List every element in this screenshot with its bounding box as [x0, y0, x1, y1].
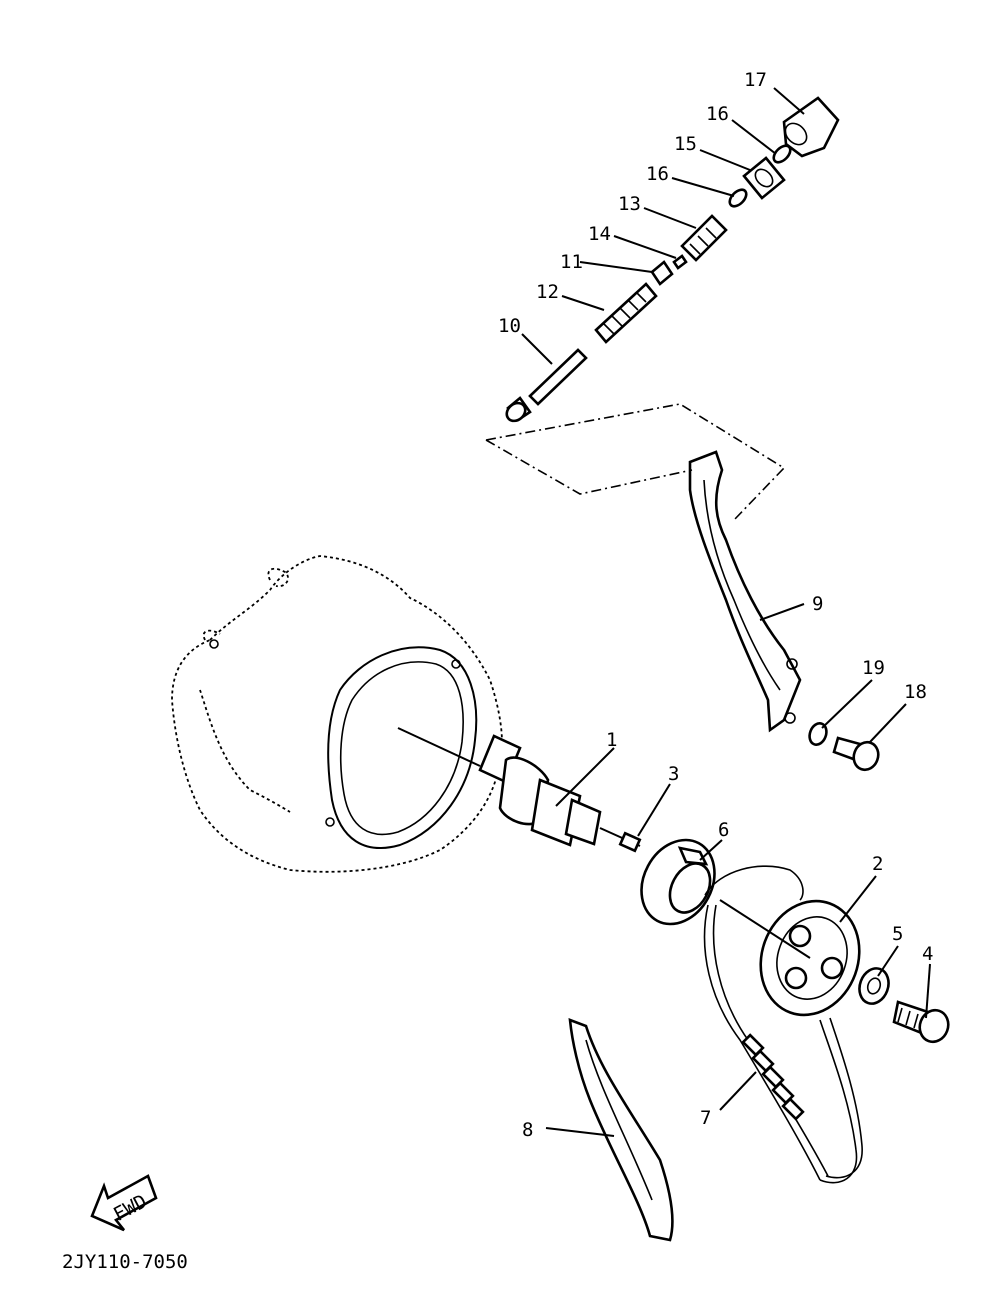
callout-9: 9	[812, 593, 823, 615]
callout-13: 13	[618, 193, 641, 215]
chain-links	[741, 1033, 805, 1121]
callout-14: 14	[588, 223, 611, 245]
tensioner-spring-short	[680, 214, 728, 262]
callout-labels: 1 2 3 4 5 6 7 8 9 10 11 12 13 14 15 16 1…	[498, 69, 933, 1141]
callout-5: 5	[892, 923, 903, 945]
chain-guide-front	[568, 1018, 674, 1242]
leader-lines	[521, 87, 931, 1137]
gasket-outline	[209, 639, 478, 849]
sprocket-bolt	[892, 1000, 950, 1044]
cam-sprocket	[719, 899, 861, 1017]
washer	[858, 967, 890, 1005]
chain-guide-rear	[688, 450, 802, 733]
callout-8: 8	[522, 1119, 533, 1141]
chain-tensioner-assembly	[505, 96, 840, 423]
tensioner-rod	[505, 348, 588, 423]
tensioner-pin	[672, 254, 688, 270]
callout-16-lower: 16	[646, 163, 669, 185]
tensioner-body-nut	[742, 156, 786, 200]
guide-bolt	[832, 736, 880, 772]
callout-1: 1	[606, 729, 617, 751]
guide-washer	[808, 722, 828, 746]
decompressor-cam	[640, 838, 716, 926]
callout-7: 7	[700, 1107, 711, 1129]
dowel-pin	[618, 831, 642, 853]
callout-2: 2	[872, 853, 883, 875]
assembly-bracket	[485, 403, 786, 521]
callout-17: 17	[744, 69, 767, 91]
diagram-code: 2JY110-7050	[62, 1251, 188, 1273]
cylinder-head-outline	[171, 555, 503, 873]
tensioner-nut	[650, 260, 674, 286]
camshaft	[397, 727, 641, 847]
callout-11: 11	[560, 251, 583, 273]
callout-16-upper: 16	[706, 103, 729, 125]
callout-10: 10	[498, 315, 521, 337]
callout-3: 3	[668, 763, 679, 785]
callout-4: 4	[922, 943, 933, 965]
tensioner-cap	[782, 96, 840, 158]
forward-direction-arrow: FWD	[90, 1174, 158, 1232]
callout-18: 18	[904, 681, 927, 703]
tensioner-spring-long	[594, 282, 658, 344]
callout-12: 12	[536, 281, 559, 303]
timing-chain	[703, 865, 863, 1184]
callout-15: 15	[674, 133, 697, 155]
callout-19: 19	[862, 657, 885, 679]
o-ring-lower	[728, 188, 748, 208]
callout-6: 6	[718, 819, 729, 841]
